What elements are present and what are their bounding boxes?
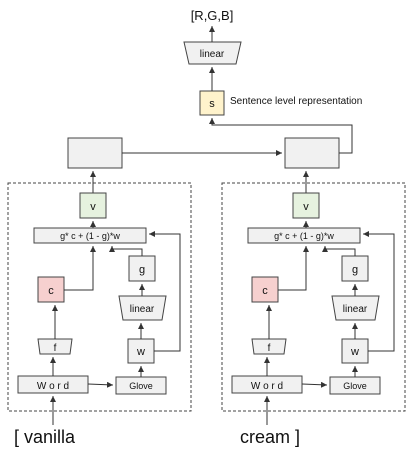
- edge-rnn-right-to-s: [209, 118, 353, 154]
- left-node-w-label: w: [136, 346, 145, 358]
- left-node-f-label: f: [54, 343, 57, 354]
- left-column: v g* c + (1 - g)*w g c linear f w W o r …: [7, 171, 192, 447]
- left-input-word: [ vanilla: [14, 427, 76, 447]
- left-node-c: [37, 276, 65, 303]
- sentence-representation-label: Sentence level representation: [230, 96, 362, 107]
- right-linear-label: linear: [343, 304, 368, 315]
- output-label: [R,G,B]: [191, 8, 234, 23]
- right-edge-word-to-glove: [301, 381, 328, 388]
- right-edge-g-to-gate: [322, 246, 356, 256]
- right-gate-box: [247, 227, 361, 244]
- sentence-node-s: [199, 90, 225, 116]
- right-word-label: W o r d: [251, 381, 283, 392]
- right-node-w: [341, 338, 369, 364]
- left-linear-layer: [118, 295, 167, 321]
- left-node-g: [128, 255, 156, 282]
- left-glove-label: Glove: [129, 381, 153, 391]
- left-node-c-label: c: [48, 285, 54, 297]
- right-node-f-label: f: [268, 343, 271, 354]
- right-linear-layer: [331, 295, 380, 321]
- right-column: v g* c + (1 - g)*w g c linear f w W o r …: [221, 171, 406, 447]
- left-node-v: [79, 192, 107, 219]
- right-node-c: [251, 276, 279, 303]
- right-gate-formula: g* c + (1 - g)*w: [274, 231, 334, 241]
- left-edge-w-to-gate: [149, 231, 181, 352]
- right-node-w-label: w: [350, 346, 359, 358]
- right-edge-w-to-gate: [363, 231, 395, 352]
- left-linear-label: linear: [130, 304, 155, 315]
- right-node-g-label: g: [352, 264, 358, 276]
- output-linear-layer: [183, 41, 242, 65]
- right-edge-c-to-gate: [278, 246, 309, 291]
- right-node-c-label: c: [262, 285, 268, 297]
- left-node-v-label: v: [90, 201, 96, 213]
- right-input-word: cream ]: [240, 427, 300, 447]
- rnn-cell-left: [67, 137, 123, 169]
- left-node-g-label: g: [139, 264, 145, 276]
- left-word-module: [7, 182, 192, 412]
- left-gate-formula: g* c + (1 - g)*w: [60, 231, 120, 241]
- sentence-node-s-label: s: [209, 98, 215, 110]
- left-edge-word-to-glove: [87, 381, 114, 388]
- left-edge-c-to-gate: [64, 246, 96, 291]
- output-linear-label: linear: [200, 49, 225, 60]
- right-word-module: [221, 182, 406, 412]
- left-word-label: W o r d: [37, 381, 69, 392]
- right-node-f: [251, 338, 287, 355]
- left-node-f: [37, 338, 73, 355]
- left-edge-g-to-gate: [109, 246, 143, 256]
- rnn-cell-right: [284, 137, 340, 169]
- left-gate-box: [33, 227, 147, 244]
- right-node-v: [292, 192, 320, 219]
- right-node-v-label: v: [303, 201, 309, 213]
- right-node-g: [341, 255, 369, 282]
- right-glove-label: Glove: [343, 381, 367, 391]
